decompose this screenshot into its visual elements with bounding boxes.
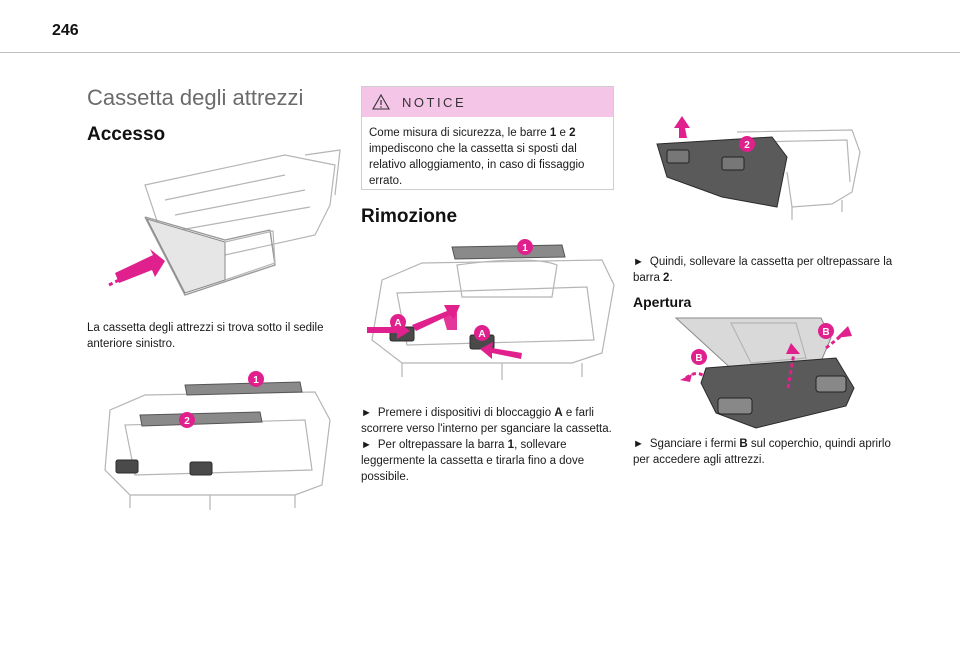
label-a-right: A [478,329,485,340]
lift-text: ►Quindi, sollevare la cassetta per oltre… [633,256,893,284]
access-text: La cassetta degli attrezzi si trova sott… [87,322,324,350]
opening-illustration: B B [674,317,855,429]
seat-illustration [108,149,341,296]
removal-step-2: ►Per oltrepassare la barra 1, sollevare … [361,439,585,483]
tool-box-bars-illustration: 1 2 [104,371,331,510]
notice-text: Come misura di sicurezza, le barre 1 e 2… [369,127,585,187]
header-divider [0,52,960,53]
label-b-right: B [822,327,829,338]
label-b-left: B [695,353,702,364]
label-1-removal: 1 [522,243,528,254]
label-1: 1 [253,375,259,386]
opening-text: ►Sganciare i fermi B sul coperchio, quin… [633,438,891,466]
notice-header: NOTICE [362,87,613,117]
page-number: 246 [52,22,79,39]
access-heading: Accesso [87,124,166,145]
notice-title: NOTICE [402,94,467,110]
removal-step-1: ►Premere i dispositivi di bloccaggio A e… [361,407,612,435]
label-2-lift: 2 [744,140,750,151]
label-a-left: A [394,318,401,329]
removal-steps: ►Premere i dispositivi di bloccaggio A e… [361,405,616,485]
lift-illustration: 2 [656,116,861,220]
warning-triangle-icon [372,93,390,110]
page-title: Cassetta degli attrezzi [87,85,304,110]
label-2: 2 [184,416,190,427]
opening-heading: Apertura [633,294,692,310]
removal-illustration: 1 A A [367,239,615,380]
notice-box: NOTICE Come misura di sicurezza, le barr… [361,86,614,190]
removal-heading: Rimozione [361,206,458,227]
